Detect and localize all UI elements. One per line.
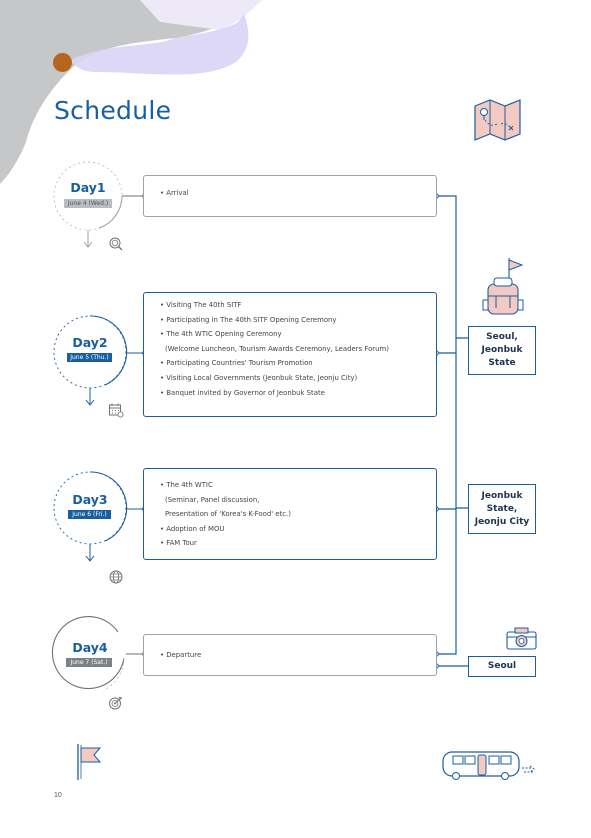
location-seoul: Seoul xyxy=(468,656,536,677)
target-icon xyxy=(109,697,122,710)
flag-icon xyxy=(77,744,102,780)
day1-box: • Arrival xyxy=(143,175,437,217)
list-item: • FAM Tour xyxy=(160,539,197,548)
day4-box: • Departure xyxy=(143,634,437,676)
backpack-flag-icon xyxy=(482,258,524,315)
day2-label: Day2 xyxy=(72,335,108,350)
calendar-icon xyxy=(109,403,124,418)
location-seoul-jeonbuk: Seoul, Jeonbuk State xyxy=(468,326,536,375)
camera-icon xyxy=(506,627,537,650)
list-item: • Banquet invited by Governor of Jeonbuk… xyxy=(160,388,325,397)
list-item: (Welcome Luncheon, Tourism Awards Ceremo… xyxy=(165,344,389,353)
day4-label: Day4 xyxy=(72,640,108,655)
list-item: • Departure xyxy=(160,651,202,659)
day3-box: • The 4th WTIC (Seminar, Panel discussio… xyxy=(143,468,437,560)
orange-dot xyxy=(53,53,72,72)
day2-date-badge: June 5 (Thu.) xyxy=(67,353,112,362)
location-jeonbuk-jeonju: Jeonbuk State, Jeonju City xyxy=(468,484,536,534)
globe-icon xyxy=(109,570,123,584)
list-item: • Participating Countries' Tourism Promo… xyxy=(160,359,313,368)
day4-date-badge: June 7 (Sat.) xyxy=(66,658,112,667)
list-item: Presentation of 'Korea's K-Food' etc.) xyxy=(165,510,291,519)
search-icon xyxy=(109,237,123,251)
list-item: • Adoption of MOU xyxy=(160,524,225,533)
page-title: Schedule xyxy=(54,96,172,125)
list-item: • Participating in The 40th SITF Opening… xyxy=(160,315,337,324)
map-icon xyxy=(474,99,521,141)
list-item: • Visiting The 40th SITF xyxy=(160,301,242,309)
day1-date-badge: June 4 (Wed.) xyxy=(64,199,112,208)
list-item: (Seminar, Panel discussion, xyxy=(165,495,260,504)
day3-label: Day3 xyxy=(72,492,108,507)
day3-date-badge: June 6 (Fri.) xyxy=(68,510,111,519)
list-item: • The 4th WTIC xyxy=(160,481,213,489)
bus-icon xyxy=(442,751,535,780)
list-item: • Arrival xyxy=(160,189,189,197)
page-number: 10 xyxy=(54,792,62,799)
day1-label: Day1 xyxy=(70,180,106,195)
list-item: • The 4th WTIC Opening Ceremony xyxy=(160,330,282,339)
list-item: • Visiting Local Governments (Jeonbuk St… xyxy=(160,373,358,382)
day2-box: • Visiting The 40th SITF • Participating… xyxy=(143,292,437,417)
